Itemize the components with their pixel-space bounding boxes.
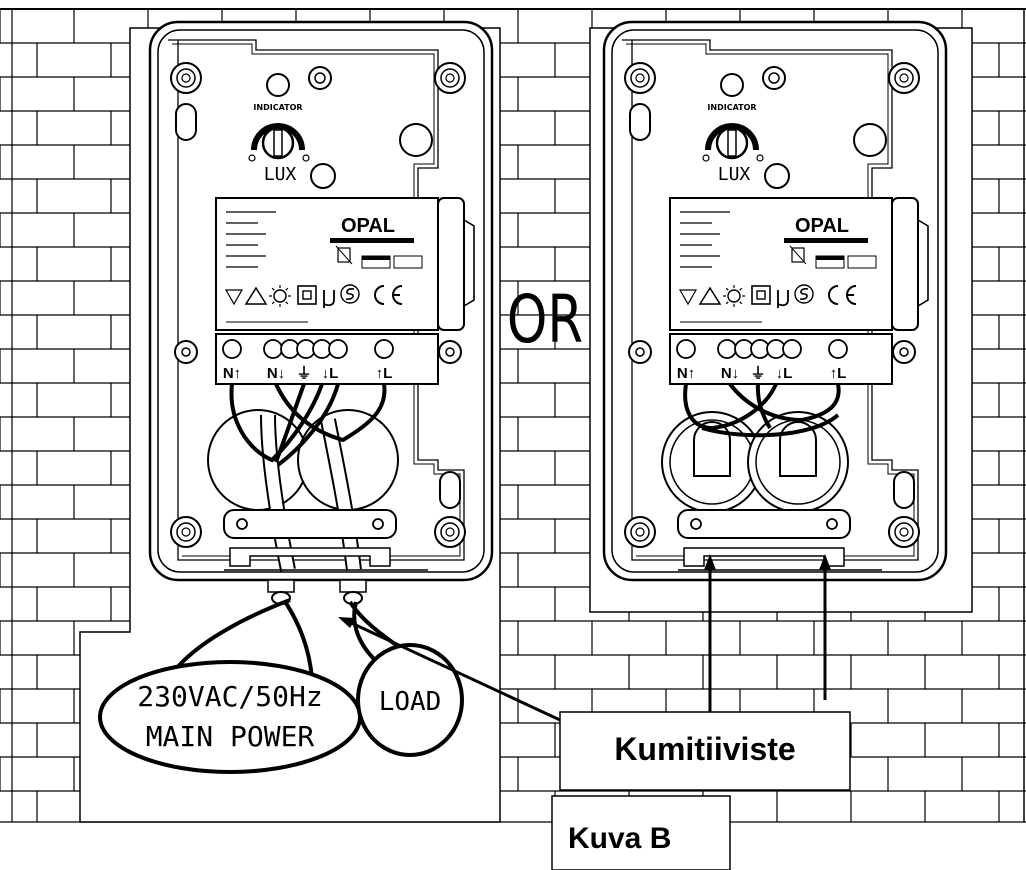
double-insulation-icon bbox=[297, 285, 317, 305]
load-label: LOAD bbox=[379, 687, 442, 717]
sunset-switch-unit-left: INDICATOR LUX OPAL N↑ N↓ ⏚ ↓L ↑L bbox=[148, 20, 494, 582]
lux-label: LUX bbox=[264, 164, 297, 185]
main-power-line-1: 230VAC/50Hz bbox=[137, 680, 322, 713]
micro-gap-icon bbox=[323, 290, 335, 308]
opal-brand-logo: OPAL bbox=[341, 215, 395, 237]
warning-icon bbox=[244, 286, 268, 305]
main-power-line-2: MAIN POWER bbox=[146, 720, 315, 753]
terminal-label: ⏚ bbox=[296, 365, 311, 382]
opal-brand-logo: OPAL bbox=[795, 215, 849, 237]
micro-gap-icon bbox=[777, 290, 789, 308]
double-insulation-icon bbox=[751, 285, 771, 305]
terminal-label: ↓L bbox=[322, 365, 339, 382]
s-mark-icon bbox=[340, 284, 360, 304]
f-mark-icon bbox=[224, 289, 244, 306]
sun-icon bbox=[273, 289, 287, 303]
lux-label: LUX bbox=[718, 164, 751, 185]
or-label: OR bbox=[507, 281, 583, 358]
load-callout: LOAD bbox=[348, 600, 464, 757]
f-mark-icon bbox=[678, 289, 698, 306]
kumitiiviste-callout: Kumitiiviste bbox=[338, 554, 851, 791]
terminal-label: N↑ bbox=[677, 365, 695, 382]
terminal-label: N↓ bbox=[721, 365, 739, 382]
main-power-callout: 230VAC/50Hz MAIN POWER bbox=[98, 598, 362, 774]
warning-icon bbox=[698, 286, 722, 305]
sun-icon bbox=[727, 289, 741, 303]
terminal-label: ⏚ bbox=[750, 365, 765, 382]
weee-bin-icon bbox=[791, 247, 805, 263]
terminal-label: ↑L bbox=[830, 365, 847, 382]
indicator-label: INDICATOR bbox=[707, 103, 756, 112]
weee-bin-icon bbox=[337, 247, 351, 263]
ce-mark-icon bbox=[374, 285, 385, 305]
terminal-label: ↓L bbox=[776, 365, 793, 382]
cable-exits bbox=[267, 579, 367, 605]
s-mark-icon bbox=[794, 284, 814, 304]
indicator-label: INDICATOR bbox=[253, 103, 302, 112]
ce-mark-icon bbox=[828, 285, 839, 305]
terminal-label: ↑L bbox=[376, 365, 393, 382]
kumitiiviste-label: Kumitiiviste bbox=[614, 731, 795, 767]
sunset-switch-unit-right: INDICATOR LUX OPAL N↑ N↓ ⏚ ↓L ↑L bbox=[602, 20, 948, 582]
terminal-label: N↑ bbox=[223, 365, 241, 382]
kuva-b-label: Kuva B bbox=[568, 822, 671, 855]
terminal-label: N↓ bbox=[267, 365, 285, 382]
kuva-b-callout: Kuva B bbox=[551, 795, 731, 870]
